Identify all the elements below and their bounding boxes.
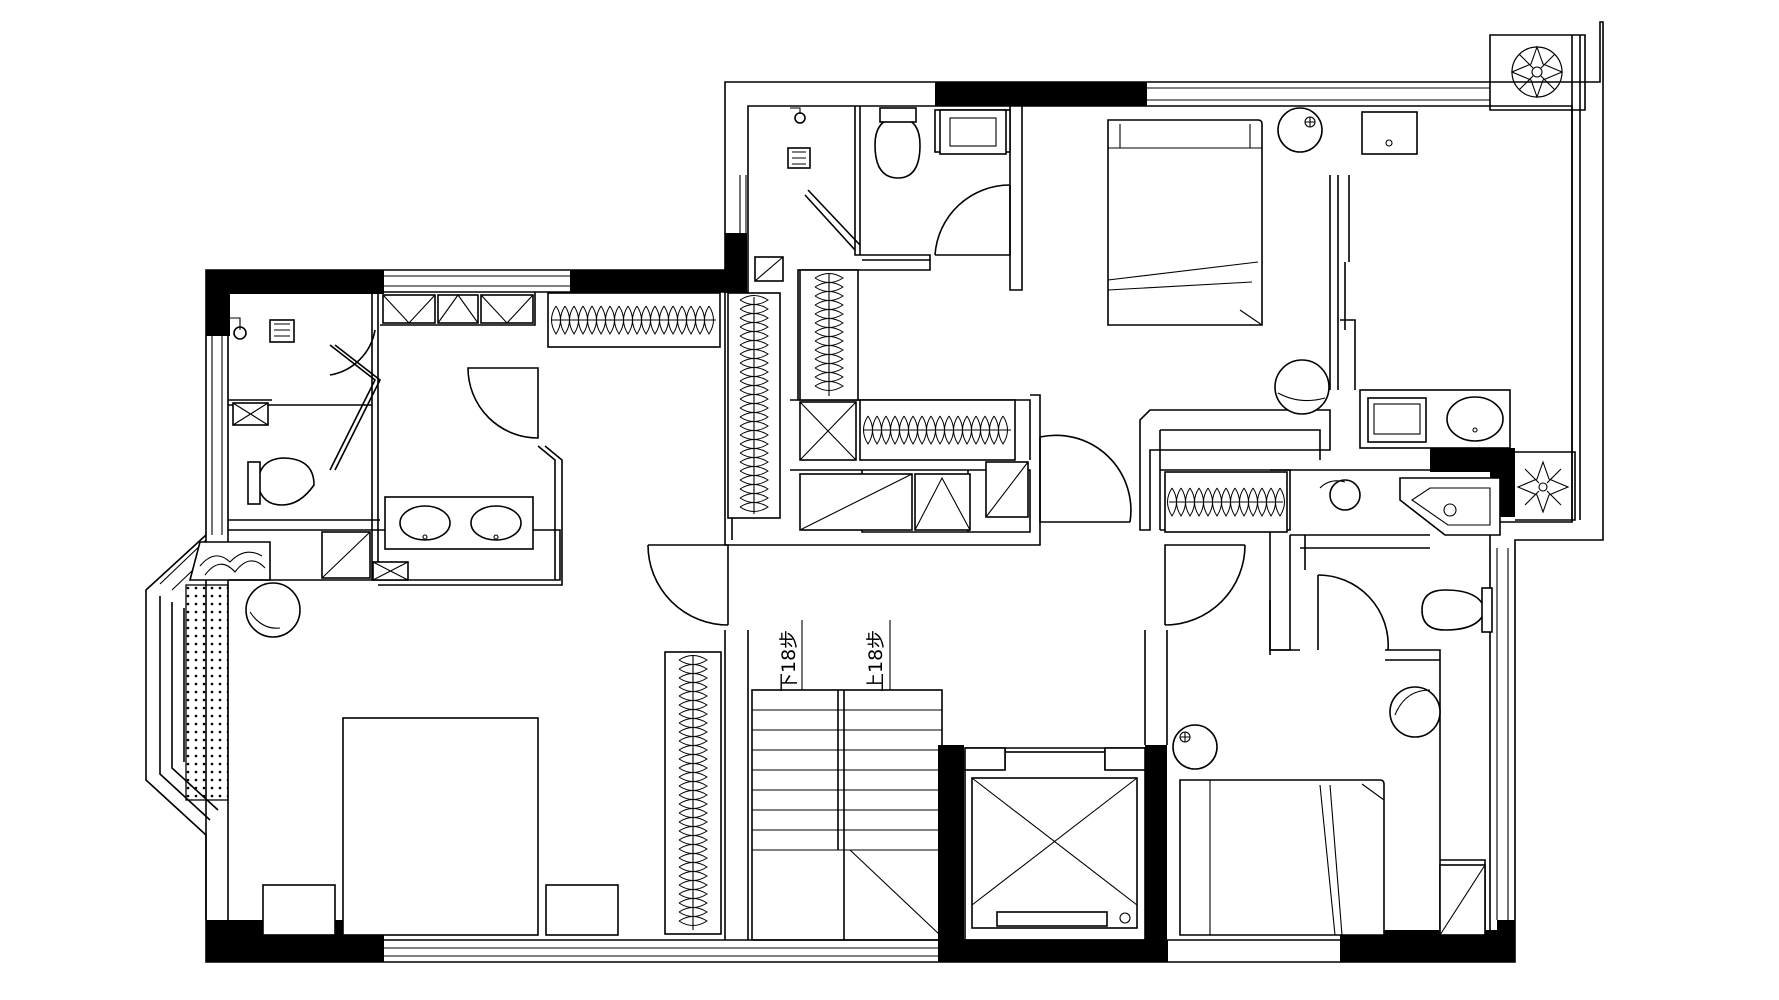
- bathroom-fixtures: [230, 107, 1511, 633]
- bed-top: [1107, 119, 1263, 326]
- plant-icon: [1510, 45, 1564, 99]
- elevator: [964, 747, 1146, 941]
- bay-window: [145, 534, 271, 920]
- bed-left: [262, 717, 619, 936]
- wardrobe-center-horizontal: [859, 399, 1016, 461]
- wardrobe-corridor-vertical: [727, 292, 781, 519]
- stairs-up-label: 上18步: [865, 630, 887, 692]
- wardrobe-hangers: [551, 273, 1285, 926]
- wardrobe-center-vertical: [799, 269, 859, 401]
- wardrobe-stair-left: [664, 651, 722, 935]
- bed-right: [1179, 779, 1385, 936]
- staircase: [751, 620, 943, 941]
- chairs: [245, 107, 1441, 770]
- windows: [205, 81, 1516, 963]
- wardrobe-right: [1164, 471, 1288, 533]
- plant-icon: [1516, 460, 1570, 514]
- wardrobe-top-left: [547, 292, 721, 348]
- exterior-walls: [205, 21, 1604, 963]
- doors: [329, 175, 1389, 651]
- stairs-down-label: 下18步: [778, 630, 800, 692]
- balcony: [1489, 34, 1586, 522]
